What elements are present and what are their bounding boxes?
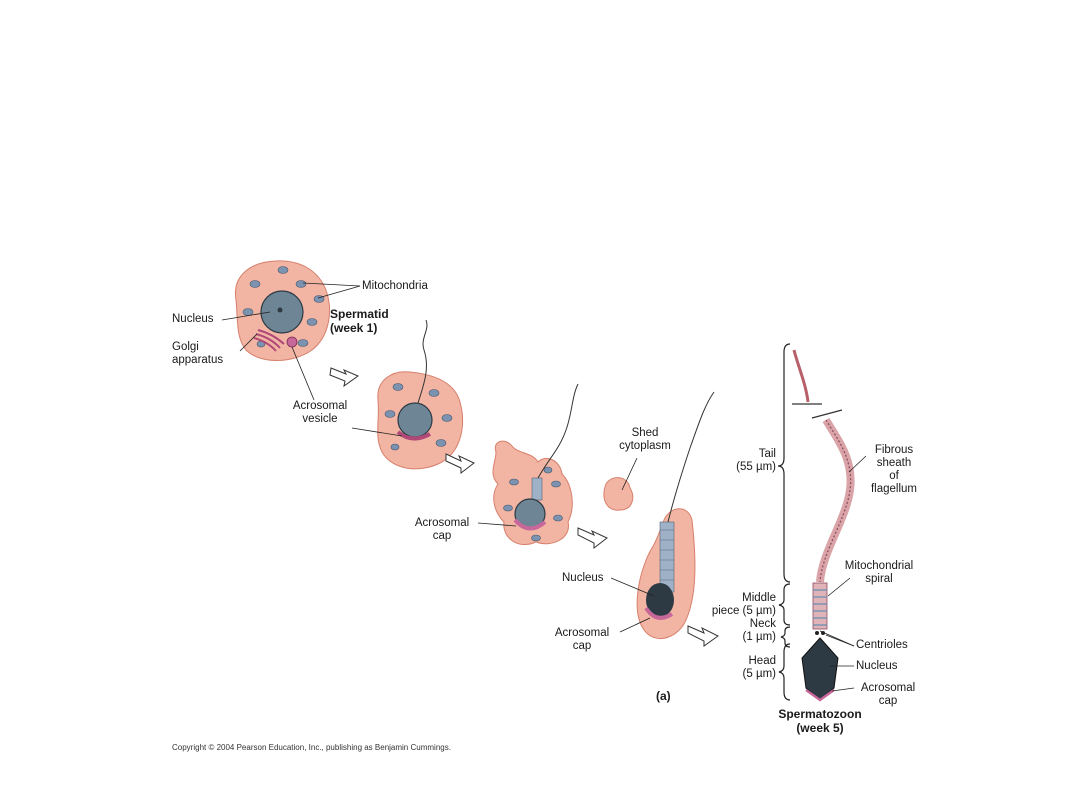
stage2-nucleus bbox=[397, 402, 433, 438]
stage4-mitochondria-column bbox=[659, 521, 675, 593]
mitochondrion bbox=[435, 439, 447, 447]
label-nucleus-spermatid: Nucleus bbox=[172, 313, 214, 325]
label-middle-piece-length: piece (5 µm) bbox=[711, 605, 776, 617]
label-golgi: Golgi bbox=[172, 341, 199, 353]
label-acrosomal-cap-c: Acrosomal bbox=[860, 682, 916, 694]
progression-arrow-1 bbox=[329, 367, 360, 388]
size-brackets bbox=[777, 343, 791, 701]
label-tail: Tail bbox=[758, 448, 776, 460]
label-spermatid-week: (week 1) bbox=[330, 321, 378, 335]
acrosomal-cap-a-leader bbox=[477, 522, 517, 527]
stage1-leader-lines bbox=[221, 282, 361, 401]
mitochondrion bbox=[384, 410, 396, 418]
label-acrosomal-cap-a-2: cap bbox=[432, 530, 452, 542]
label-fibrous-of: of bbox=[889, 470, 899, 482]
stage4-nucleus bbox=[646, 583, 674, 617]
label-tail-length: (55 µm) bbox=[736, 461, 776, 473]
label-golgi-apparatus: apparatus bbox=[172, 354, 224, 366]
label-mitochondrial-spiral: Mitochondrial bbox=[844, 560, 914, 572]
label-fibrous: Fibrous bbox=[874, 444, 914, 456]
label-head: Head bbox=[748, 655, 777, 667]
mitochondrial-spiral bbox=[813, 589, 827, 626]
label-neck-length: (1 µm) bbox=[742, 631, 776, 643]
mitochondrion bbox=[553, 514, 563, 522]
shed-cytoplasm bbox=[603, 477, 634, 511]
label-middle-piece: Middle bbox=[742, 592, 776, 604]
mitochondrion bbox=[242, 308, 254, 316]
label-acrosomal-vesicle-2: vesicle bbox=[302, 413, 338, 425]
panel-label: (a) bbox=[656, 689, 671, 703]
stage3-acrosomal-cap bbox=[513, 518, 547, 531]
label-fibrous-sheath: sheath bbox=[876, 457, 912, 469]
label-nucleus-sperm: Nucleus bbox=[856, 660, 898, 672]
spermatid-stage3-cell bbox=[492, 383, 579, 545]
stage3-mitochondria-column bbox=[531, 477, 543, 501]
mitochondrion bbox=[392, 383, 404, 391]
neck-bracket bbox=[780, 626, 791, 648]
mitochondrion bbox=[277, 266, 289, 274]
label-spermatid: Spermatid bbox=[330, 307, 389, 321]
stage4-acrosomal-cap bbox=[644, 606, 674, 620]
tail-principal-piece bbox=[816, 417, 855, 583]
stage4-leader-lines bbox=[610, 577, 655, 633]
stage2-flagellum bbox=[417, 319, 428, 404]
mitochondrion bbox=[543, 466, 553, 474]
label-spermatozoon-week: (week 5) bbox=[796, 721, 844, 735]
label-head-length: (5 µm) bbox=[742, 668, 776, 680]
sperm-acrosomal-cap bbox=[805, 688, 835, 702]
mitochondrion bbox=[428, 389, 440, 397]
middle-piece-bracket bbox=[778, 583, 791, 626]
label-nucleus-stage4: Nucleus bbox=[562, 572, 604, 584]
progression-arrow-4 bbox=[687, 625, 719, 647]
golgi-apparatus bbox=[253, 329, 285, 352]
mitochondrion bbox=[503, 504, 513, 512]
stage4-mitochondria-pattern bbox=[660, 529, 674, 581]
spermatid-stage2-cell bbox=[377, 319, 463, 470]
label-shed-cytoplasm: cytoplasm bbox=[619, 440, 671, 452]
progression-arrow-3 bbox=[577, 527, 608, 550]
tail-bracket bbox=[777, 343, 791, 583]
label-acrosomal-vesicle: Acrosomal bbox=[292, 400, 348, 412]
stage3-flagellum bbox=[537, 383, 579, 479]
mitochondrion bbox=[295, 280, 307, 288]
label-shed: Shed bbox=[631, 427, 659, 439]
progression-arrow-2 bbox=[445, 453, 475, 475]
label-neck: Neck bbox=[749, 618, 776, 630]
label-spermatozoon: Spermatozoon bbox=[778, 707, 862, 721]
mitochondrion bbox=[390, 443, 400, 451]
tail-end-piece bbox=[792, 349, 810, 403]
nucleolus bbox=[277, 307, 283, 313]
spermatid-nucleus bbox=[260, 290, 304, 334]
label-centrioles: Centrioles bbox=[856, 639, 908, 651]
acrosomal-vesicle-1 bbox=[286, 336, 298, 348]
mitochondrion bbox=[441, 414, 453, 422]
spermatid-stage4-cell bbox=[636, 391, 715, 639]
label-acrosomal-cap-a: Acrosomal bbox=[414, 517, 470, 529]
spermatozoon bbox=[792, 349, 855, 702]
label-fibrous-flagellum: flagellum bbox=[870, 483, 918, 495]
mitochondrion bbox=[306, 318, 318, 326]
mitochondrion bbox=[249, 280, 261, 288]
copyright-notice: Copyright © 2004 Pearson Education, Inc.… bbox=[172, 743, 451, 752]
label-acrosomal-cap-c-2: cap bbox=[878, 695, 898, 707]
label-mitochondria: Mitochondria bbox=[362, 280, 428, 292]
spermatid-week1-cell bbox=[234, 260, 330, 361]
head-bracket bbox=[778, 643, 791, 701]
acrosomal-vesicle-leader bbox=[351, 427, 403, 437]
spermatozoon-leader-lines bbox=[819, 455, 867, 692]
mitochondrion bbox=[531, 534, 541, 542]
centriole bbox=[815, 631, 819, 635]
stage2-acrosomal-vesicle bbox=[396, 430, 431, 441]
label-acrosomal-cap-b: Acrosomal bbox=[554, 627, 610, 639]
shed-cytoplasm-leader bbox=[621, 457, 638, 491]
mitochondrion bbox=[297, 339, 309, 347]
tail-break-bottom bbox=[811, 409, 843, 419]
label-acrosomal-cap-b-2: cap bbox=[572, 640, 592, 652]
stage4-flagellum bbox=[667, 391, 715, 523]
mitochondrion bbox=[551, 480, 561, 488]
mitochondrion bbox=[509, 478, 519, 486]
label-mitochondrial-spiral-2: spiral bbox=[865, 573, 893, 585]
